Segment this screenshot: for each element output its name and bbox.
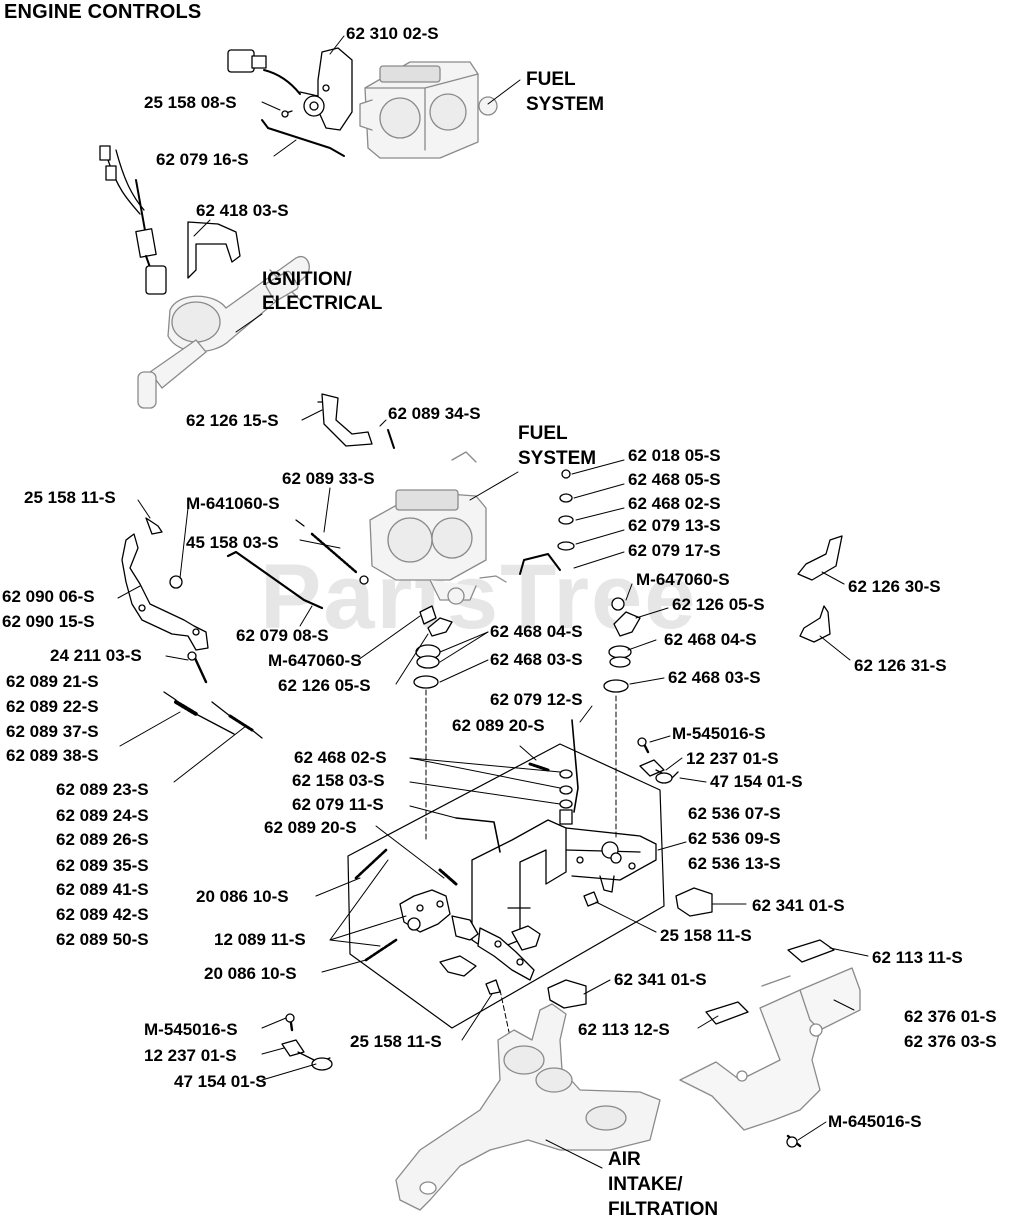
section-air-intake-line1: AIR <box>608 1149 641 1170</box>
section-ignition-line2: ELECTRICAL <box>262 293 383 314</box>
page-title: ENGINE CONTROLS <box>4 1 202 23</box>
section-fuel-system-mid-line2: SYSTEM <box>518 448 597 469</box>
part-label: 25 158 11-S <box>350 1032 442 1051</box>
part-label: 62 089 41-S <box>56 880 149 899</box>
part-label: 62 089 38-S <box>6 746 99 765</box>
part-label: 62 079 08-S <box>236 626 329 645</box>
washers-right-column <box>603 597 641 693</box>
section-air-intake-line3: FILTRATION <box>608 1199 719 1220</box>
part-label: 62 089 34-S <box>388 404 481 423</box>
part-label: 12 237 01-S <box>144 1046 237 1065</box>
part-label: 62 126 15-S <box>186 411 279 430</box>
part-label: 62 090 06-S <box>2 587 95 606</box>
part-label: 62 468 04-S <box>490 622 583 641</box>
part-label: M-545016-S <box>672 724 766 743</box>
part-label: M-645016-S <box>828 1112 922 1131</box>
part-label: 62 468 02-S <box>628 494 721 513</box>
part-label: 62 090 15-S <box>2 612 95 631</box>
part-label: 62 089 20-S <box>452 716 545 735</box>
part-label: 62 376 01-S <box>904 1007 997 1026</box>
part-label: 62 079 11-S <box>292 795 384 814</box>
part-label: 62 089 35-S <box>56 856 149 875</box>
part-label: M-545016-S <box>144 1020 238 1039</box>
part-label: 62 089 24-S <box>56 806 149 825</box>
governor-plate-outline <box>347 743 665 1029</box>
part-label: 12 237 01-S <box>686 749 779 768</box>
part-label: 25 158 11-S <box>660 926 752 945</box>
part-label: 62 341 01-S <box>752 896 845 915</box>
part-label: 47 154 01-S <box>710 772 803 791</box>
part-label: 12 089 11-S <box>214 930 306 949</box>
part-label: 62 468 05-S <box>628 470 721 489</box>
part-label: 62 018 05-S <box>628 446 721 465</box>
part-label: M-641060-S <box>186 494 280 513</box>
part-label: 62 089 37-S <box>6 722 99 741</box>
part-label: 62 158 03-S <box>292 771 385 790</box>
part-label: 20 086 10-S <box>204 964 297 983</box>
part-label: 62 376 03-S <box>904 1032 997 1051</box>
part-label: 62 536 07-S <box>688 804 781 823</box>
part-label: 62 089 20-S <box>264 818 357 837</box>
part-label: 62 536 13-S <box>688 854 781 873</box>
part-label: 62 126 05-S <box>672 595 765 614</box>
part-label: 62 468 02-S <box>294 748 387 767</box>
ignition-module <box>137 255 310 409</box>
part-label: 62 418 03-S <box>196 201 289 220</box>
part-label: 62 341 01-S <box>614 970 707 989</box>
part-label: 25 158 11-S <box>24 488 116 507</box>
fuel-system-carburetor-mid <box>369 489 487 605</box>
section-ignition-line1: IGNITION/ <box>262 269 352 290</box>
part-label: 62 089 21-S <box>6 672 99 691</box>
part-label: 62 468 03-S <box>490 650 583 669</box>
part-label: 62 089 22-S <box>6 697 99 716</box>
part-label: 62 079 17-S <box>628 541 721 560</box>
part-label: 62 468 04-S <box>664 630 757 649</box>
part-label: 62 089 33-S <box>282 469 375 488</box>
part-label: M-647060-S <box>268 651 362 670</box>
fuel-system-carburetor-top <box>359 61 498 159</box>
part-label: 62 468 03-S <box>668 668 761 687</box>
ignition-bracket <box>99 145 241 295</box>
governor-mounting-plate <box>471 819 657 953</box>
section-fuel-system-top-line1: FUEL <box>526 69 576 90</box>
part-label: 25 158 08-S <box>144 93 237 112</box>
part-label: 62 126 05-S <box>278 676 371 695</box>
section-fuel-system-top-line2: SYSTEM <box>526 94 605 115</box>
air-cleaner-bracket <box>679 967 861 1131</box>
part-label: 62 126 30-S <box>848 577 941 596</box>
washers-left-column <box>413 605 453 689</box>
air-intake-elbow <box>395 1003 661 1211</box>
part-label: 45 158 03-S <box>186 533 279 552</box>
part-label: 62 113 11-S <box>872 948 963 967</box>
part-label: 62 079 13-S <box>628 516 721 535</box>
throttle-lever-arm <box>121 517 209 651</box>
throttle-pivot-linkage <box>399 889 541 981</box>
part-label: 62 113 12-S <box>578 1020 670 1039</box>
leader-lines <box>117 35 869 1169</box>
part-label: 62 079 16-S <box>156 150 249 169</box>
section-air-intake-line2: INTAKE/ <box>608 1174 683 1195</box>
section-fuel-system-mid-line1: FUEL <box>518 423 568 444</box>
clamp-group-right <box>637 737 679 784</box>
solenoid-assembly <box>227 47 353 131</box>
part-label: 62 089 23-S <box>56 780 149 799</box>
part-label: 62 089 50-S <box>56 930 149 949</box>
part-label: 62 126 31-S <box>854 656 947 675</box>
part-label: 20 086 10-S <box>196 887 289 906</box>
part-label: 62 089 42-S <box>56 905 149 924</box>
part-label: 24 211 03-S <box>50 646 142 665</box>
part-label: 62 089 26-S <box>56 830 149 849</box>
clamp-group-left <box>281 1013 333 1071</box>
part-label: 47 154 01-S <box>174 1072 267 1091</box>
part-label: 62 536 09-S <box>688 829 781 848</box>
part-label: M-647060-S <box>636 570 730 589</box>
part-label: 62 079 12-S <box>490 690 583 709</box>
washers-stack-right <box>519 469 575 575</box>
part-label: 62 310 02-S <box>346 24 439 43</box>
